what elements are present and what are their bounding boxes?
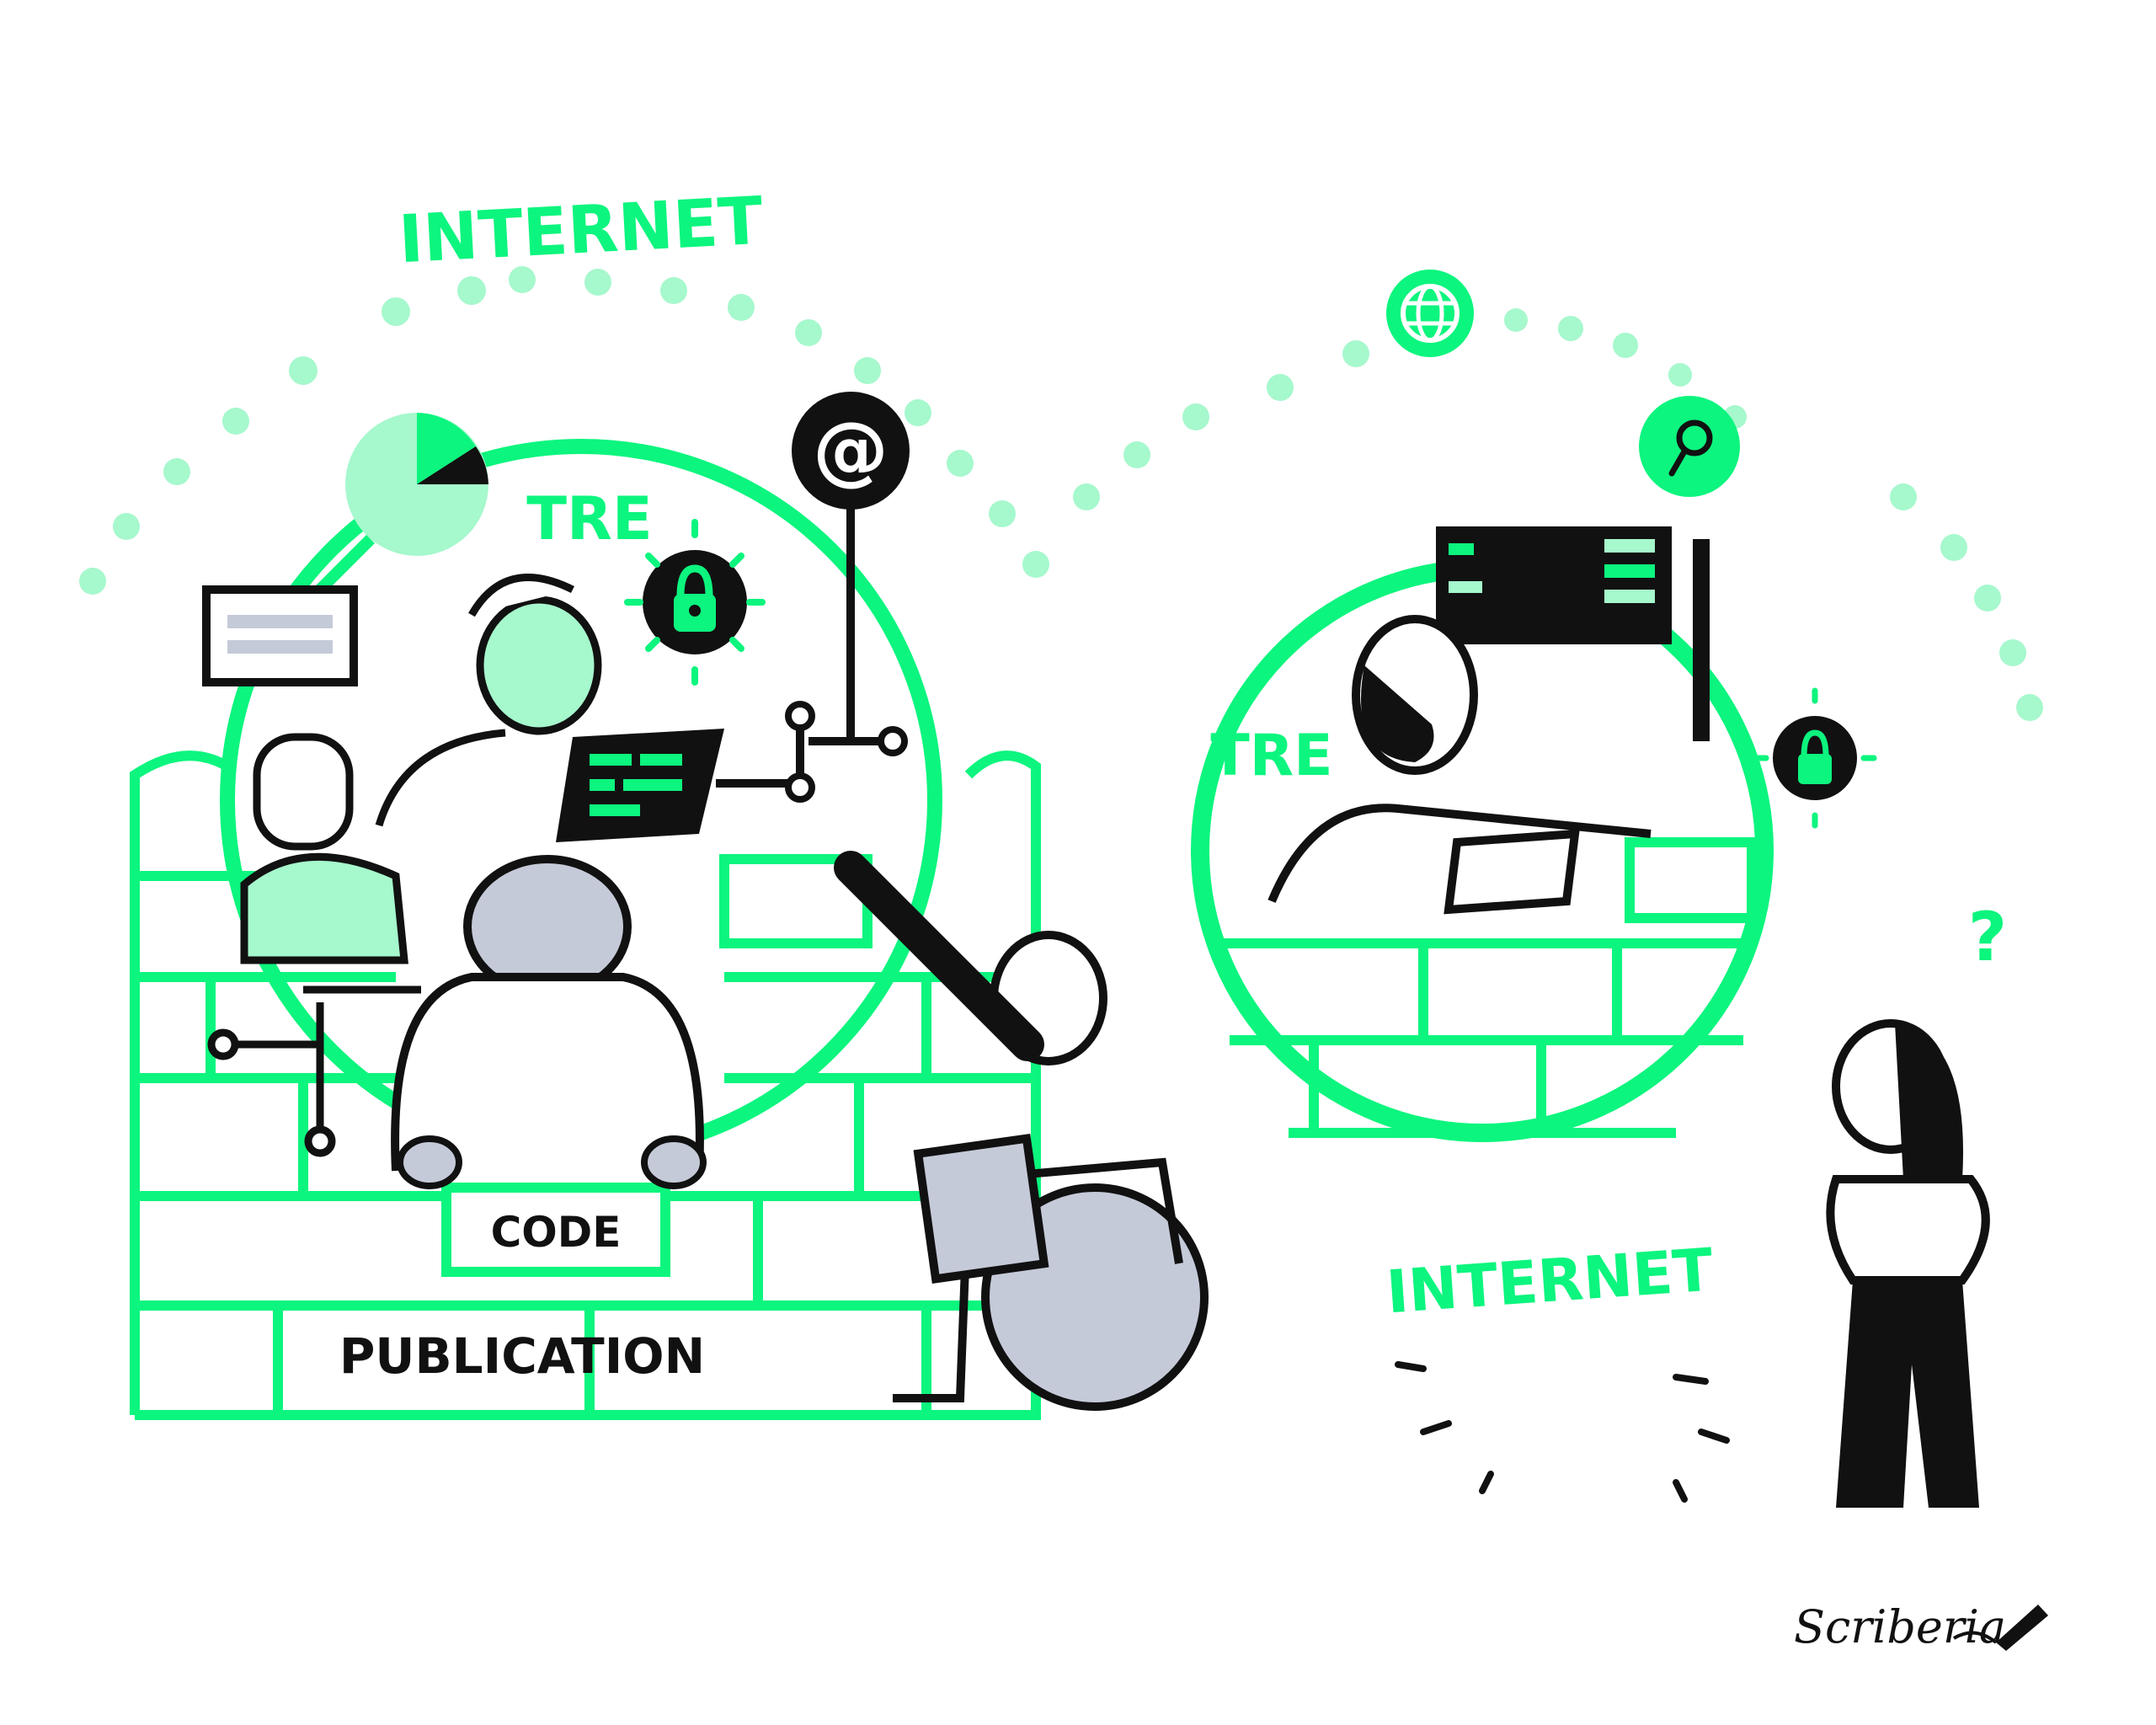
at-sign-icon: @ xyxy=(716,392,910,803)
pie-chart-icon xyxy=(316,413,488,594)
question-mark: ? xyxy=(1968,898,2007,976)
laptop-icon-right xyxy=(1444,829,1580,915)
person-grey-head xyxy=(391,855,707,1189)
laptop-icon-left xyxy=(556,729,724,842)
internet-dotted-path xyxy=(79,266,2043,721)
person-mint-shirt xyxy=(240,733,408,964)
person-thinking xyxy=(1826,1019,1990,1508)
internet-label-bottom: INTERNET xyxy=(1385,1236,1716,1327)
padlock-icon-right xyxy=(1753,687,1877,829)
magnifier-icon xyxy=(1639,396,1740,497)
scriberia-signature: Scriberia xyxy=(1794,1600,2006,1653)
monitor-screen xyxy=(1436,526,1710,741)
person-bearded xyxy=(1267,615,1652,903)
tre-label-right: TRE xyxy=(1210,723,1332,789)
brick-wall-right xyxy=(1213,837,1757,1138)
document-icon xyxy=(202,585,358,686)
globe-icon xyxy=(1386,270,1474,357)
motion-marks xyxy=(1395,1361,1730,1503)
code-box xyxy=(441,1183,670,1277)
tre-label-left: TRE xyxy=(526,484,652,553)
circuit-node-left xyxy=(207,985,421,1157)
padlock-icon-left xyxy=(624,519,766,686)
svg-text:@: @ xyxy=(813,406,889,494)
person-wheelchair xyxy=(834,851,1209,1411)
publication-label: PUBLICATION xyxy=(339,1327,705,1385)
pencil-icon xyxy=(1952,1605,2048,1651)
code-label: CODE xyxy=(491,1208,622,1257)
person-green-hair xyxy=(375,574,602,827)
internet-label-top: INTERNET xyxy=(397,184,765,279)
